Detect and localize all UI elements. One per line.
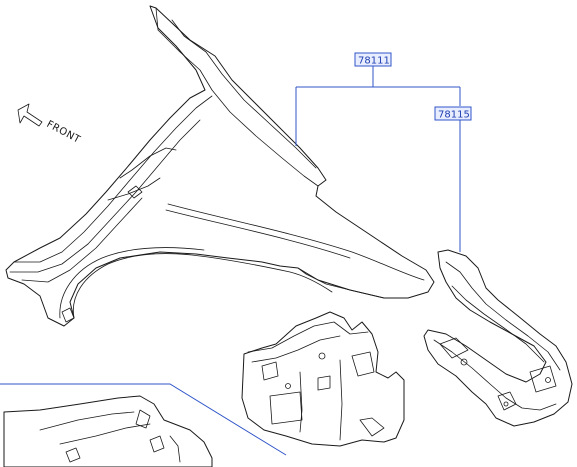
door-opening-ledge-2 xyxy=(107,177,161,201)
partial-lower-panel-hole xyxy=(65,447,81,463)
callout-78115-label: 78115 xyxy=(438,110,470,121)
partial-lower-panel-detail xyxy=(135,409,151,429)
quarter-panel-outline xyxy=(5,5,435,327)
partial-lower-panel-rib xyxy=(169,435,181,463)
wheel-house-outer-bracket xyxy=(439,337,469,359)
front-direction-indicator: FRONT xyxy=(17,103,83,146)
door-opening-ledge xyxy=(119,147,177,179)
body-character-line xyxy=(167,203,425,281)
wheel-house-outer-bracket-2 xyxy=(497,391,517,411)
sill-flange-lower xyxy=(21,197,143,283)
inner-wheel-house-bolt xyxy=(318,352,326,360)
c-pillar-flange xyxy=(171,19,317,169)
inner-wheel-house-bolt-2 xyxy=(285,383,291,389)
inner-wheel-house-vert-2 xyxy=(339,359,343,441)
wheel-arch xyxy=(72,253,333,319)
inner-wheel-house-bottom xyxy=(359,417,385,437)
front-label: FRONT xyxy=(45,119,83,146)
inner-wheel-house-vert xyxy=(299,371,303,433)
partial-lower-panel-edge xyxy=(39,411,135,431)
sill-flange xyxy=(13,95,213,263)
front-arrow-icon xyxy=(17,103,43,127)
inner-wheel-house-outline xyxy=(241,311,405,447)
sill-flange-inner xyxy=(9,119,201,273)
partial-lower-panel-hole-2 xyxy=(149,435,165,453)
small-tab-2 xyxy=(61,307,75,323)
inner-wheel-house[interactable] xyxy=(241,311,405,447)
leader-lines xyxy=(0,66,461,456)
quarter-panel[interactable] xyxy=(5,5,435,327)
inner-wheel-house-flange xyxy=(247,321,369,353)
inner-wheel-house-bracket xyxy=(351,351,375,377)
callout-78115-box xyxy=(434,106,472,121)
wheel-house-outer-rib-2 xyxy=(451,285,545,363)
callout-78111[interactable]: 78111 xyxy=(354,52,392,67)
tail-lamp-recess xyxy=(297,267,385,299)
wheel-house-outer-bolt xyxy=(460,358,468,366)
partial-lower-panel-edge-2 xyxy=(59,423,151,445)
inner-wheel-house-hole-1 xyxy=(261,361,279,381)
wheel-house-outer-lower xyxy=(433,339,557,411)
inner-wheel-house-plate xyxy=(269,391,303,425)
partial-lower-panel-outline xyxy=(3,395,213,467)
inner-wheel-house-hole-2 xyxy=(317,375,331,391)
partial-lower-panel[interactable] xyxy=(3,395,213,467)
c-pillar-edge xyxy=(155,7,319,187)
small-tab xyxy=(127,185,143,199)
wheel-arch-lip xyxy=(59,247,205,319)
inner-wheel-house-flange-2 xyxy=(251,335,341,363)
body-character-line-2 xyxy=(165,209,351,259)
leader-lower-panel xyxy=(0,383,287,456)
wheel-house-outer-panel[interactable] xyxy=(423,249,573,427)
wheel-house-outer-outline xyxy=(423,249,573,427)
wheel-house-outer-rib xyxy=(445,261,561,371)
callout-78111-box xyxy=(354,52,392,67)
callout-78115[interactable]: 78115 xyxy=(434,106,472,121)
callout-78111-label: 78111 xyxy=(358,56,390,67)
wheel-house-outer-bolt-3 xyxy=(503,401,509,407)
wheel-house-outer-plate xyxy=(529,365,557,393)
wheel-house-outer-bolt-2 xyxy=(545,377,551,383)
